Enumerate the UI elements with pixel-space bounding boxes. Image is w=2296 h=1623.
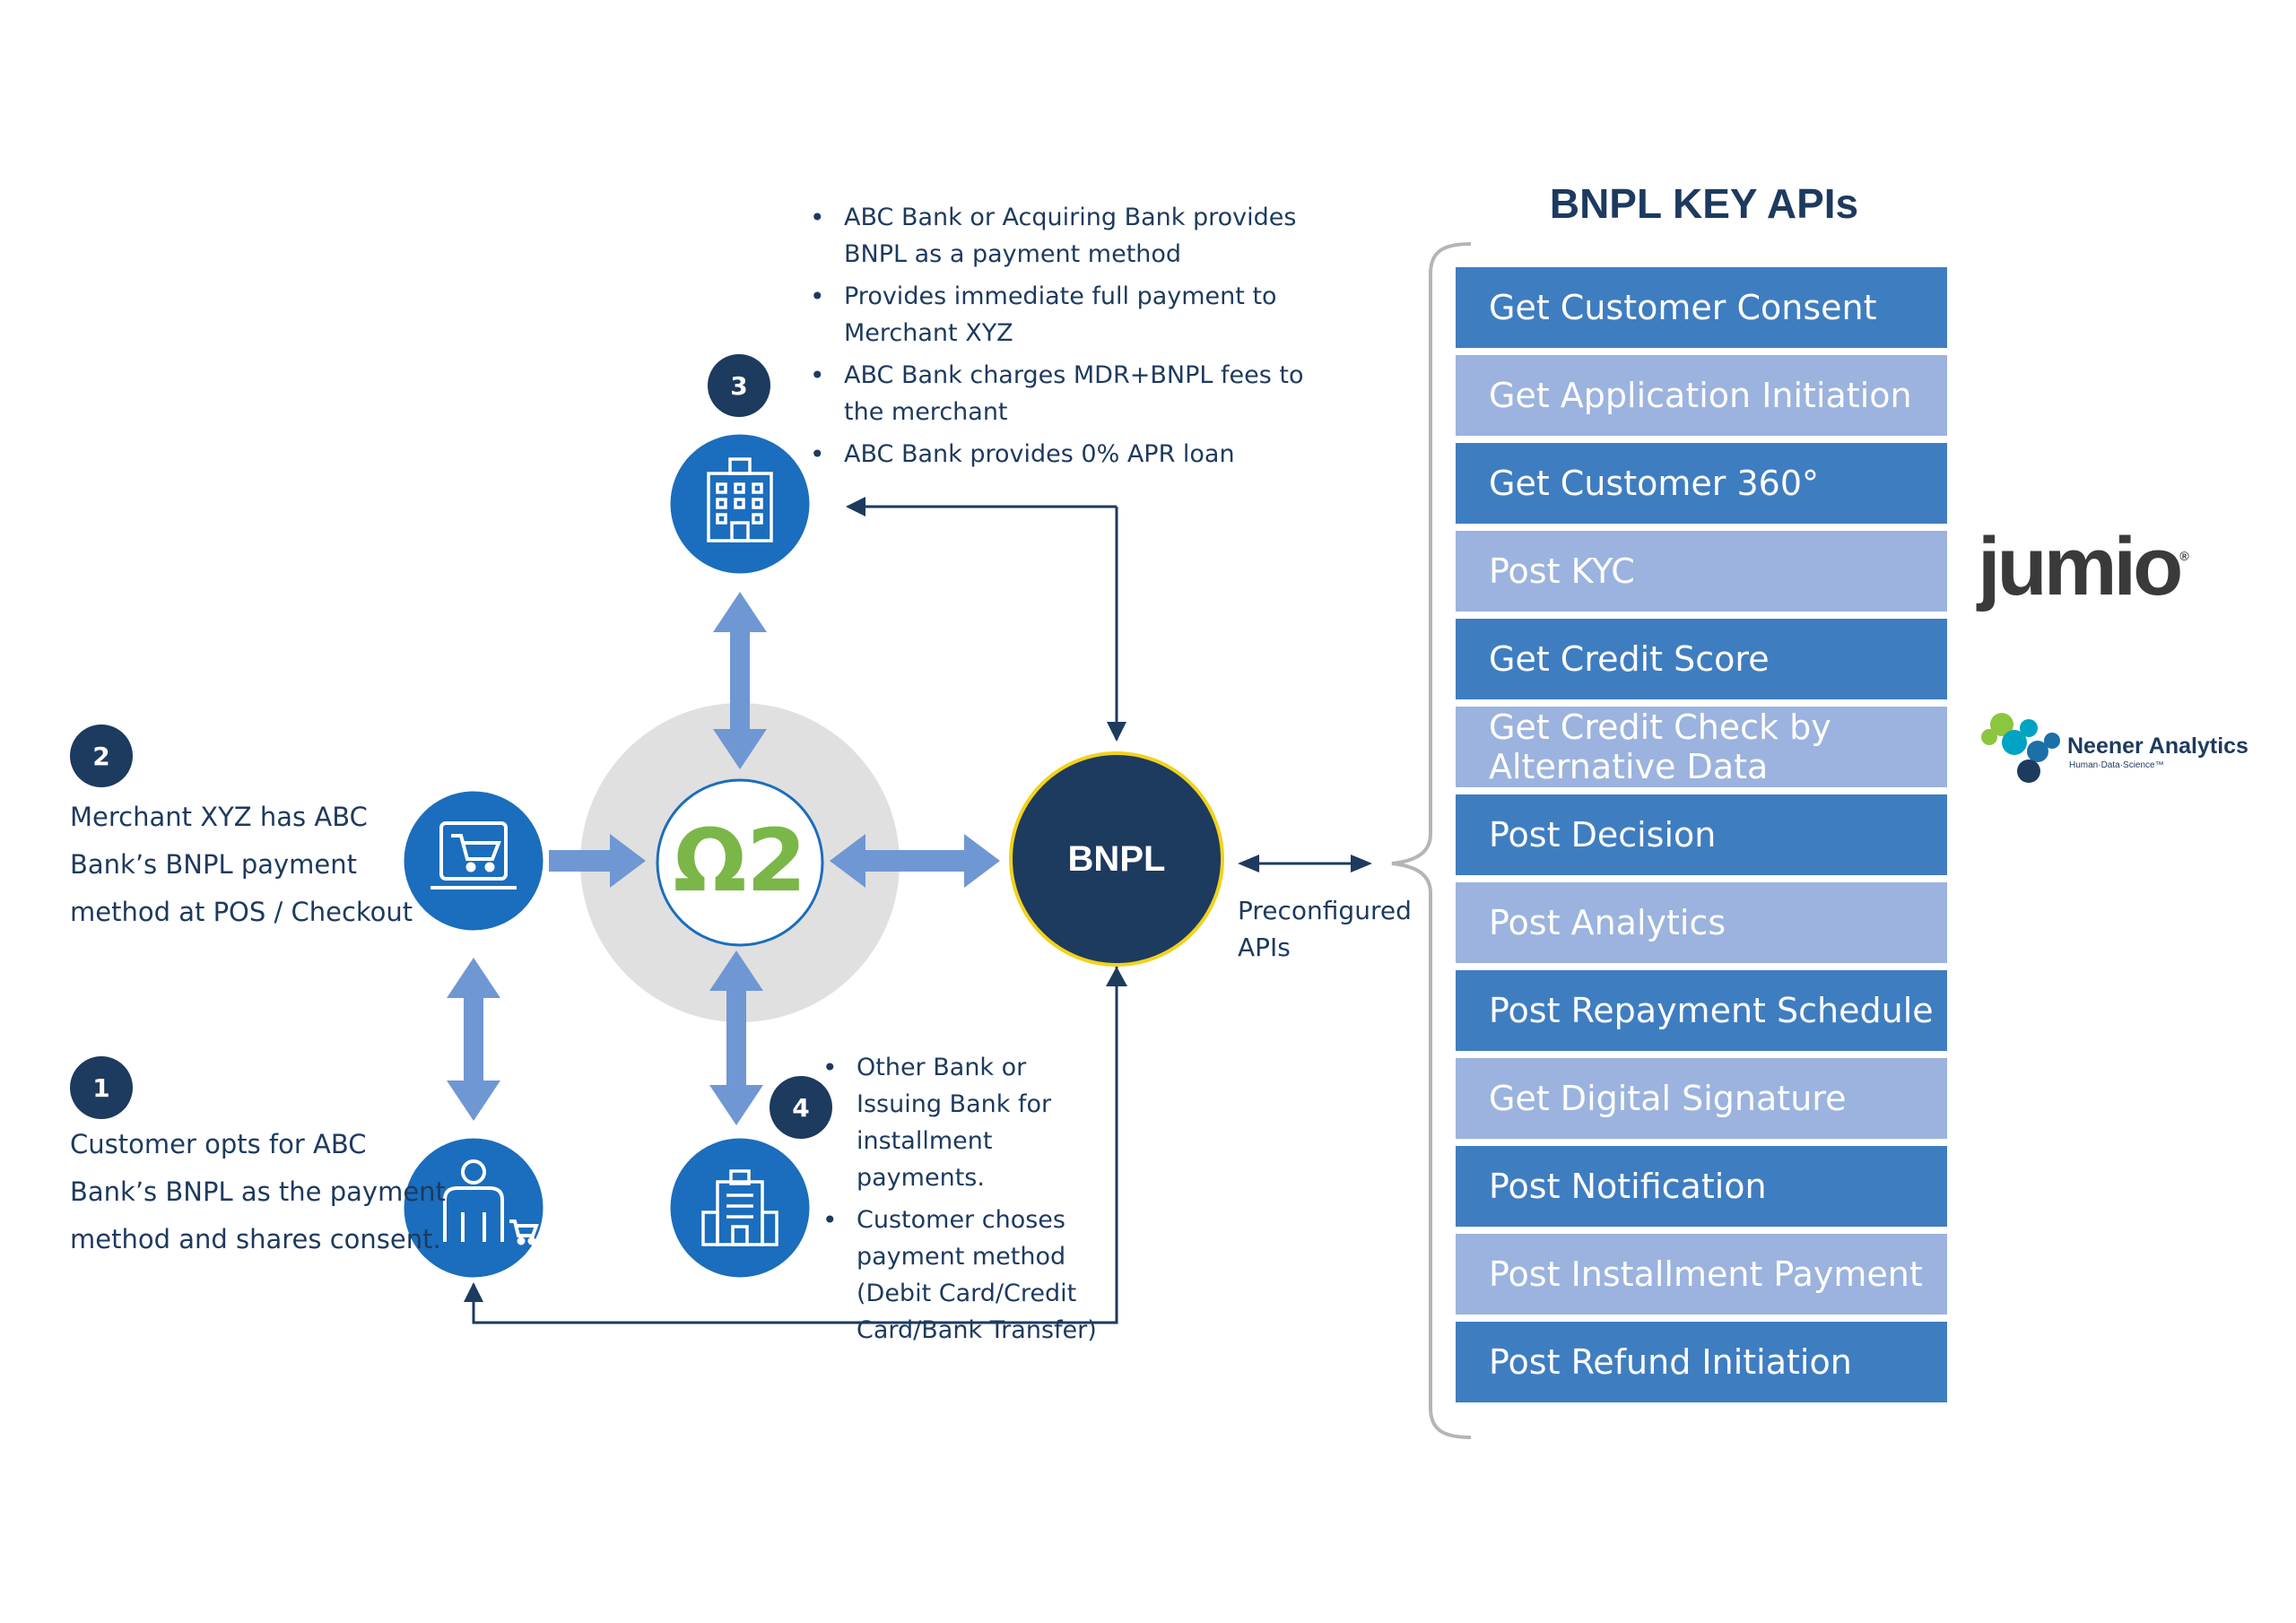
api-item[interactable]: Get Application Initiation: [1456, 355, 1947, 436]
api-list: Get Customer Consent Get Application Ini…: [1456, 267, 1947, 1410]
api-item-label: Post Decision: [1489, 815, 1717, 855]
step-badge-3: 3: [708, 354, 770, 417]
api-item[interactable]: Post Decision: [1456, 794, 1947, 875]
api-item[interactable]: Post Repayment Schedule: [1456, 970, 1947, 1051]
step-badge-2: 2: [70, 725, 133, 787]
api-item-label: Post Notification: [1489, 1167, 1767, 1206]
jumio-logo: jumio®: [1978, 520, 2189, 614]
api-item-label: Get Digital Signature: [1489, 1079, 1847, 1118]
step-4-bullet: Customer choses payment method (Debit Ca…: [822, 1202, 1118, 1349]
api-item-label: Post Analytics: [1489, 903, 1726, 942]
step-3-bullets: ABC Bank or Acquiring Bank provides BNPL…: [810, 199, 1312, 478]
api-item-label: Post Repayment Schedule: [1489, 991, 1934, 1030]
jumio-wordmark: jumio: [1978, 521, 2183, 612]
office-building-icon: [707, 457, 773, 542]
arrow-hub-bank-top: [713, 592, 767, 769]
api-item-label: Get Customer 360°: [1489, 464, 1819, 503]
step-3-bullet: ABC Bank charges MDR+BNPL fees to the me…: [810, 357, 1312, 430]
api-item[interactable]: Get Customer Consent: [1456, 267, 1947, 348]
step-4-bullets: Other Bank or Issuing Bank for installme…: [822, 1049, 1118, 1354]
api-item-label: Get Credit Check by Alternative Data: [1489, 707, 1831, 786]
neener-analytics-name: Neener Analytics: [2067, 733, 2248, 759]
neener-analytics-tagline: Human·Data·Science™: [2069, 760, 2164, 770]
api-item-label: Post Refund Initiation: [1489, 1342, 1852, 1382]
step-3-bullet: ABC Bank or Acquiring Bank provides BNPL…: [810, 199, 1312, 273]
step-badge-1: 1: [70, 1056, 133, 1119]
api-item[interactable]: Get Digital Signature: [1456, 1058, 1947, 1139]
api-item[interactable]: Post Notification: [1456, 1146, 1947, 1227]
issuing-bank-node: [665, 1133, 814, 1282]
neener-logo-mark: [1981, 713, 2060, 783]
arrow-hub-bnpl: [830, 834, 1000, 888]
preconfigured-apis-label: Preconfigured APIs: [1238, 896, 1412, 962]
arrow-preconfigured-apis: [1238, 855, 1372, 872]
customer-cart-icon: [443, 1159, 539, 1245]
step-2-description: Merchant XYZ has ABC Bank’s BNPL payment…: [70, 802, 413, 927]
bnpl-node: [1009, 751, 1224, 967]
step-4-bullet: Other Bank or Issuing Bank for installme…: [822, 1049, 1118, 1196]
api-item[interactable]: Get Credit Score: [1456, 619, 1947, 699]
q2-hub-circle: [656, 778, 824, 947]
api-panel-title: BNPL KEY APIs: [1549, 180, 1859, 227]
acquiring-bank-node: [665, 430, 814, 578]
api-item-label: Get Application Initiation: [1489, 376, 1912, 415]
api-item[interactable]: Get Customer 360°: [1456, 443, 1947, 524]
api-item[interactable]: Post Analytics: [1456, 882, 1947, 963]
bnpl-label: BNPL: [1067, 839, 1166, 879]
api-item[interactable]: Post KYC: [1456, 531, 1947, 612]
jumio-registered-mark: ®: [2179, 549, 2189, 564]
api-item[interactable]: Post Refund Initiation: [1456, 1322, 1947, 1402]
step-3-bullet: Provides immediate full payment to Merch…: [810, 278, 1312, 352]
api-item-label: Post KYC: [1489, 551, 1635, 591]
q2-logo: Ω2: [673, 811, 807, 911]
step-1-description: Customer opts for ABC Bank’s BNPL as the…: [70, 1129, 446, 1254]
api-item[interactable]: Post Installment Payment: [1456, 1234, 1947, 1315]
arrowhead-up-bnpl: [1106, 967, 1127, 986]
api-item-label: Get Customer Consent: [1489, 288, 1877, 327]
arrow-merchant-hub: [549, 834, 646, 888]
step-3-bullet: ABC Bank provides 0% APR loan: [810, 436, 1312, 473]
bank-building-icon: [701, 1169, 778, 1246]
api-item[interactable]: Get Credit Check by Alternative Data: [1456, 707, 1947, 787]
api-item-label: Get Credit Score: [1489, 639, 1770, 679]
arrow-merchant-customer: [447, 958, 500, 1121]
api-brace: [1391, 242, 1472, 1439]
api-item-label: Post Installment Payment: [1489, 1254, 1923, 1294]
laptop-cart-icon: [430, 821, 517, 890]
customer-node: [399, 1133, 548, 1282]
merchant-node: [399, 786, 548, 935]
arrow-hub-bank-bottom: [709, 950, 763, 1125]
